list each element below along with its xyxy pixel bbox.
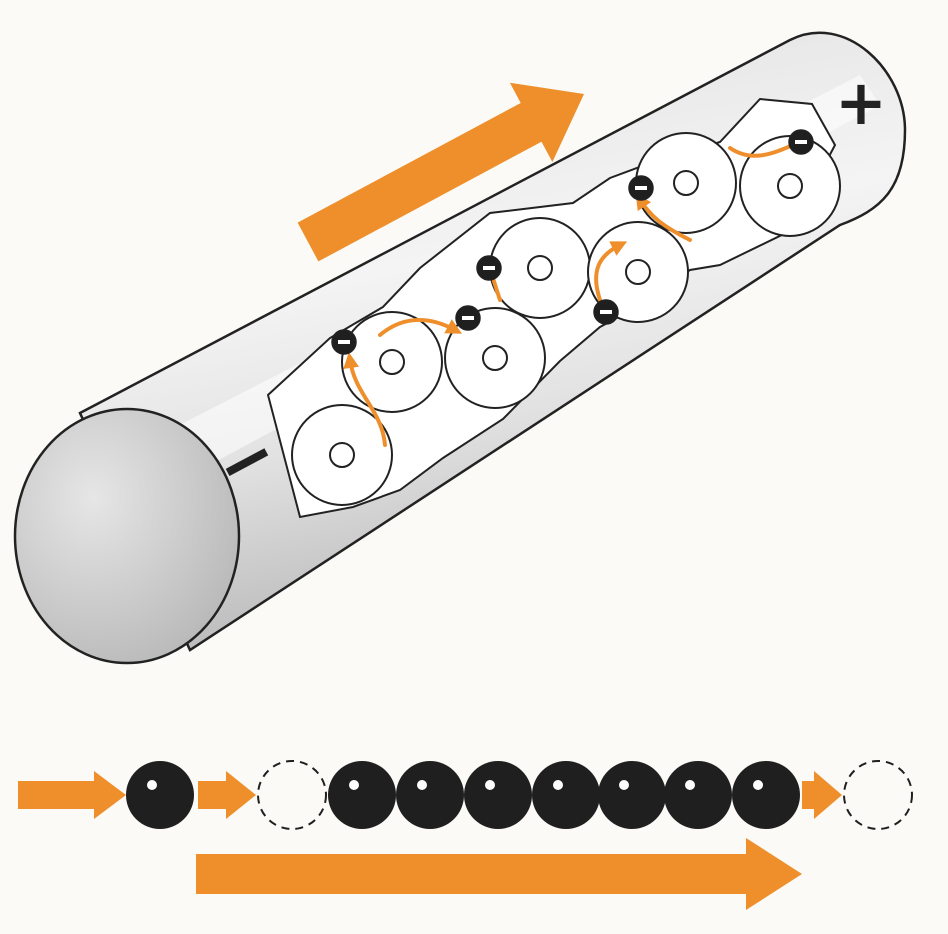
atom-nucleus (673, 170, 699, 196)
chain-electron-icon (328, 761, 396, 829)
atom-nucleus (329, 442, 355, 468)
electron-minus (795, 140, 807, 144)
bottom-flow-arrow-icon (196, 838, 802, 910)
electron-minus (635, 186, 647, 190)
chain-electron-highlight (753, 780, 763, 790)
electron-chain (18, 760, 913, 830)
chain-electron-body (732, 761, 800, 829)
electron-path-arrow (378, 318, 463, 337)
atom-nucleus (379, 349, 405, 375)
chain-electron-highlight (685, 780, 695, 790)
electron-icon (788, 129, 814, 155)
electron-minus (462, 316, 474, 320)
electron-minus (483, 266, 495, 270)
electron-icon (593, 299, 619, 325)
electron-path-arrow (635, 193, 692, 242)
atom-nucleus (777, 173, 803, 199)
chain-electron-highlight (619, 780, 629, 790)
chain-electron-highlight (417, 780, 427, 790)
atom (341, 311, 443, 413)
electron-icon (331, 329, 357, 355)
chain-electron-body (532, 761, 600, 829)
bottom-arrow-shape (196, 838, 802, 910)
chain-electron-icon (396, 761, 464, 829)
electron-minus (600, 310, 612, 314)
top-arrow-shape (297, 82, 584, 262)
chain-electron-icon (126, 761, 194, 829)
chain-electron-highlight (147, 780, 157, 790)
chain-electron-body (396, 761, 464, 829)
chain-electron-icon (598, 761, 666, 829)
electron-icon (476, 255, 502, 281)
chain-electron-highlight (485, 780, 495, 790)
atom-nucleus (625, 259, 651, 285)
top-flow-arrow-icon (297, 82, 584, 262)
chain-electron-body (598, 761, 666, 829)
chain-electron-body (464, 761, 532, 829)
electron-path-arrow (343, 352, 387, 447)
atom-nucleus (527, 255, 553, 281)
chain-electron-highlight (349, 780, 359, 790)
chain-inlet-arrow (18, 771, 126, 819)
atom (739, 135, 841, 237)
chain-electron-icon (732, 761, 800, 829)
chain-electron-highlight (553, 780, 563, 790)
electron-minus (338, 340, 350, 344)
wire-electrons (331, 129, 814, 355)
chain-electron-icon (532, 761, 600, 829)
atom-nucleus (482, 345, 508, 371)
chain-hole-icon (257, 760, 327, 830)
chain-outlet-arrow (802, 771, 842, 819)
atom (489, 217, 591, 319)
positive-terminal-label: + (835, 66, 887, 139)
chain-hole-icon (843, 760, 913, 830)
wire-end-cap (13, 407, 241, 665)
atom (291, 404, 393, 506)
electron-path-arrow (594, 241, 628, 302)
chain-electron-icon (464, 761, 532, 829)
electron-icon (628, 175, 654, 201)
chain-electron-body (664, 761, 732, 829)
chain-electron-body (126, 761, 194, 829)
chain-electron-body (328, 761, 396, 829)
atom (444, 307, 546, 409)
chain-hop-arrow (198, 771, 256, 819)
chain-electron-icon (664, 761, 732, 829)
electron-icon (455, 305, 481, 331)
